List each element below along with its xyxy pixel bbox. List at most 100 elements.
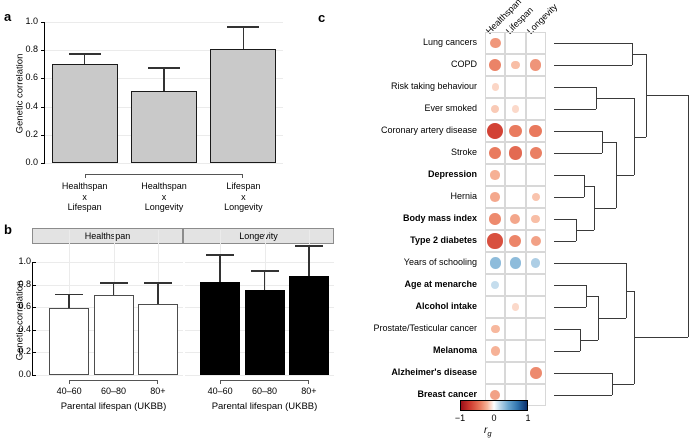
panel-c-dot: [530, 59, 542, 71]
panel-c-cell: [525, 296, 546, 318]
panel-b-error-bar: [308, 245, 310, 276]
panel-a-error-cap: [148, 67, 180, 69]
panel-c-cell: [485, 274, 506, 296]
panel-c-cell: [525, 120, 546, 142]
panel-c-trait-label: Stroke: [450, 147, 477, 157]
panel-c-cell: [485, 296, 506, 318]
dendrogram-link: [553, 263, 626, 264]
panel-c-cell: [505, 208, 526, 230]
panel-a-error-cap: [68, 53, 101, 55]
dendrogram-link: [631, 54, 646, 55]
panel-c-dot: [509, 234, 522, 247]
dendrogram-link: [645, 95, 688, 97]
panel-c-dot: [509, 257, 521, 269]
panel-c-cell: [505, 186, 526, 208]
panel-a-bar: [51, 64, 118, 163]
panel-c-color-bar-title-subscript: g: [487, 429, 492, 438]
dendrogram-link: [579, 340, 598, 341]
panel-b-error-cap: [294, 245, 323, 247]
panel-c-trait-label: Risk taking behaviour: [390, 81, 477, 91]
panel-c-trait-label: Depression: [427, 169, 477, 179]
panel-b-error-cap: [99, 282, 128, 284]
panel-c-dot: [491, 280, 500, 290]
panel-b-y-tick: 0.8: [18, 278, 31, 289]
panel-a-error-bar: [242, 26, 245, 49]
panel-c-cell: [505, 76, 526, 98]
panel-a-letter: a: [4, 9, 12, 24]
panel-c-cell: [505, 230, 526, 252]
panel-a-gridline: [45, 163, 283, 164]
panel-b-y-tick-mark: [32, 352, 36, 354]
dendrogram-link: [553, 219, 576, 220]
panel-c-dot: [511, 60, 520, 70]
panel-c-trait-label: Coronary artery disease: [380, 125, 477, 135]
dendrogram-link: [553, 175, 584, 176]
dendrogram-link: [625, 290, 634, 292]
panel-c-cell: [505, 340, 526, 362]
panel-c-trait-label: Years of schooling: [403, 257, 477, 267]
panel-b-bar: [244, 290, 285, 375]
panel-c-cell: [505, 164, 526, 186]
panel-a-y-tick: 0.8: [25, 44, 38, 55]
panel-c-cell: [525, 362, 546, 384]
panel-b-gridline: [185, 262, 334, 263]
panel-c-color-bar-mid-label: 0: [491, 413, 497, 423]
panel-a-bar: [210, 48, 277, 163]
panel-c-cell: [485, 164, 506, 186]
panel-c-trait-label: Prostate/Testicular cancer: [373, 323, 477, 333]
panel-b-x-bracket: [69, 380, 158, 384]
panel-c-cell: [485, 252, 506, 274]
panel-c-trait-label: COPD: [450, 59, 477, 69]
panel-b-x-tick-label: 40–60: [56, 386, 82, 396]
panel-a-y-tick-mark: [41, 78, 45, 80]
panel-c-cell: [505, 54, 526, 76]
panel-b-x-tick-label: 60–80: [251, 386, 278, 396]
panel-c-trait-label: Age at menarche: [404, 279, 477, 289]
panel-a-y-tick: 0.6: [25, 72, 38, 83]
panel-c-cell: [485, 98, 506, 120]
panel-c-cell: [525, 274, 546, 296]
panel-c-cell: [525, 54, 546, 76]
panel-c-cell: [485, 32, 506, 54]
dendrogram-link: [583, 186, 594, 187]
panel-c-cell: [525, 252, 546, 274]
dendrogram-link: [553, 241, 576, 242]
panel-a-y-tick: 0.0: [25, 157, 38, 167]
panel-b-bar: [288, 275, 329, 375]
dendrogram-link: [611, 384, 634, 385]
panel-b-y-tick: 0.4: [18, 323, 31, 334]
panel-a-error-cap: [227, 26, 260, 28]
panel-c-cell: [525, 208, 546, 230]
panel-c-cell: [525, 76, 546, 98]
panel-a-y-tick-mark: [41, 134, 45, 136]
panel-a-y-tick: 0.2: [25, 128, 38, 139]
panel-c-cell: [485, 362, 506, 384]
panel-c-cell: [505, 142, 526, 164]
panel-c-cell: [485, 76, 506, 98]
panel-c-dot: [529, 367, 542, 379]
panel-c-letter: c: [318, 10, 326, 25]
panel-c-cell: [505, 120, 526, 142]
panel-c-dot: [489, 58, 502, 72]
panel-c-cell: [505, 362, 526, 384]
dendrogram-link: [553, 109, 596, 110]
panel-b-bar: [200, 282, 241, 375]
panel-b-error-cap: [143, 282, 172, 284]
panel-c-dot: [490, 324, 500, 334]
panel-c-cell: [505, 32, 526, 54]
panel-b-x-tick-label: 80+: [150, 386, 166, 396]
panel-c-cell: [505, 296, 526, 318]
panel-c-cell: [505, 98, 526, 120]
panel-a-y-tick: 1.0: [25, 16, 38, 26]
panel-a-gridline: [45, 22, 283, 23]
panel-c-cell: [525, 98, 546, 120]
panel-c-cell: [485, 120, 506, 142]
panel-b-letter: b: [4, 222, 12, 237]
panel-c-cell: [525, 32, 546, 54]
dendrogram-link: [585, 296, 598, 297]
panel-c-dot: [487, 233, 503, 249]
panel-b-x-tick-label: 40–60: [207, 386, 233, 396]
panel-c-dot: [531, 214, 540, 224]
panel-c-dot: [488, 146, 502, 160]
